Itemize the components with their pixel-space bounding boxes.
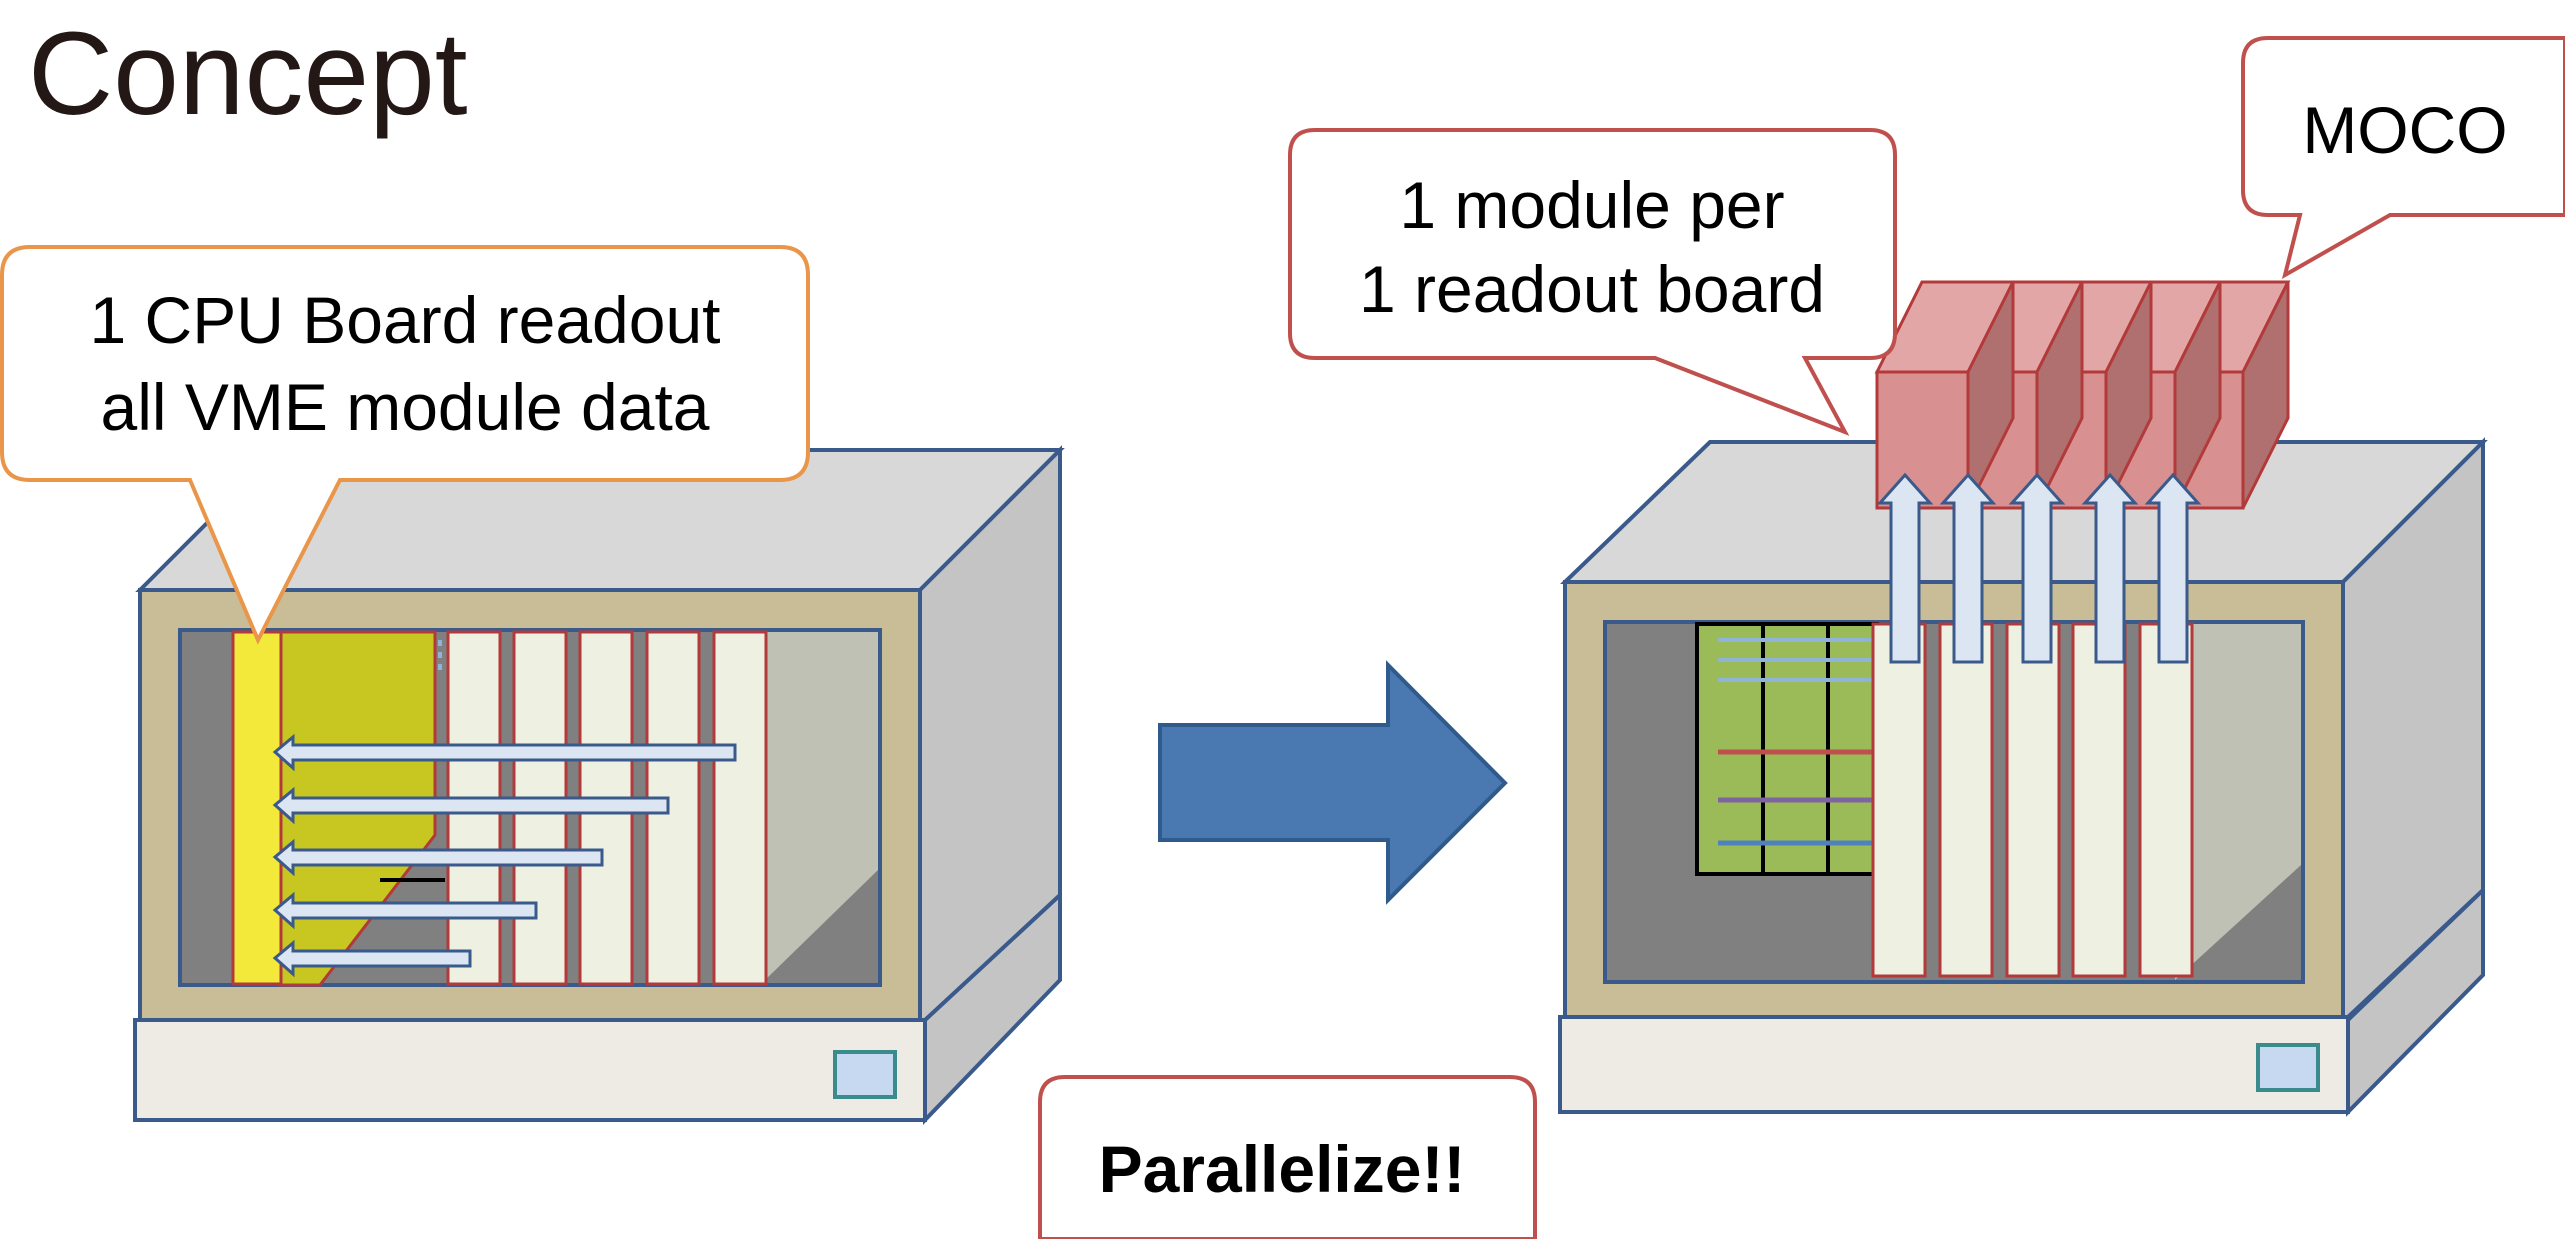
left-arrow-icon — [272, 733, 737, 772]
left-arrow-icon — [272, 939, 472, 978]
callout-cpu-board: 1 CPU Board readout all VME module data — [0, 245, 810, 645]
up-arrow-icon — [1876, 472, 1934, 664]
left-arrow-icon — [272, 838, 604, 877]
left-arrow-icon — [272, 786, 670, 825]
callout-moco: MOCO — [2241, 36, 2565, 280]
up-arrow-icon — [1939, 472, 1997, 664]
right-vme-crate — [1558, 280, 2488, 1117]
callout-module-per-board: 1 module per 1 readout board — [1288, 128, 1897, 436]
callout-cpu-line2: all VME module data — [101, 370, 710, 444]
left-cpu-board — [231, 630, 283, 986]
callout-module-line2: 1 readout board — [1359, 252, 1825, 326]
right-vme-module — [1938, 622, 1994, 978]
up-arrow-icon — [2008, 472, 2066, 664]
right-vme-module — [2138, 622, 2194, 978]
left-bay-back-wall — [760, 632, 878, 985]
callout-module-line1: 1 module per — [1399, 168, 1784, 242]
up-arrow-icon — [2144, 472, 2202, 664]
right-vme-module — [1871, 622, 1927, 978]
left-crate-indicator — [833, 1050, 897, 1099]
right-bay-back-wall — [2175, 624, 2301, 980]
left-arrow-icon — [272, 891, 538, 930]
right-arrow-icon — [1158, 660, 1508, 905]
slide-title: Concept — [28, 8, 468, 140]
up-arrow-icon — [2081, 472, 2139, 664]
right-vme-module — [2005, 622, 2061, 978]
callout-parallelize: Parallelize!! — [1038, 1075, 1537, 1239]
right-crate-indicator — [2256, 1043, 2320, 1092]
right-crate-base — [1558, 1015, 2350, 1114]
right-vme-module — [2071, 622, 2127, 978]
callout-parallelize-label: Parallelize!! — [1099, 1132, 1466, 1206]
callout-cpu-line1: 1 CPU Board readout — [89, 283, 720, 357]
left-vme-crate — [133, 445, 1065, 1125]
left-vme-module — [712, 630, 768, 986]
left-crate-base — [133, 1018, 927, 1122]
callout-moco-label: MOCO — [2302, 93, 2507, 167]
moco-readout-board — [1874, 280, 2016, 510]
